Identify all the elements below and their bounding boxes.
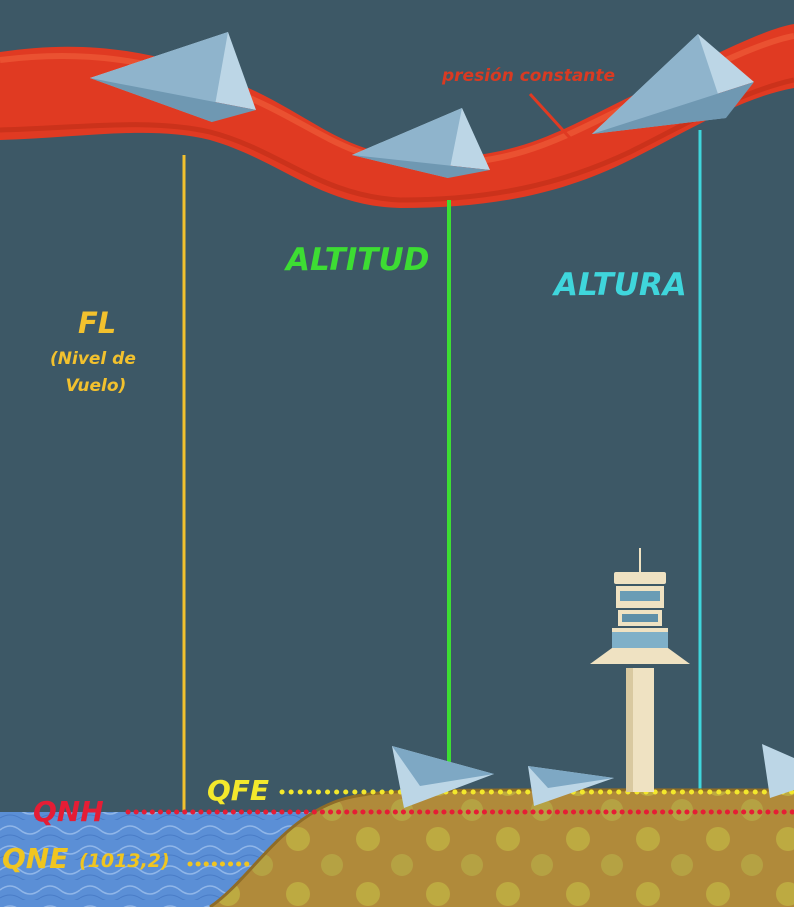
qfe-label: QFE — [207, 774, 270, 807]
ground — [209, 788, 794, 907]
qnh-label: QNH — [33, 795, 104, 828]
fl-label: FL — [78, 306, 117, 340]
pressure-label: presión constante — [442, 66, 616, 86]
paper-plane-icon — [528, 766, 614, 806]
paper-plane-icon — [392, 746, 494, 808]
control-tower-icon — [590, 548, 690, 792]
qne-value: (1013,2) — [79, 850, 170, 872]
altura-label: ALTURA — [554, 267, 687, 303]
paper-plane-icon — [592, 34, 754, 134]
pressure-pointer — [528, 92, 592, 162]
paper-plane-icon — [762, 744, 794, 798]
fl-sublabel: (Nivel de Vuelo) — [50, 349, 136, 396]
altitud-label: ALTITUD — [286, 242, 430, 278]
qne-label: QNE — [2, 842, 69, 875]
paper-plane-icon — [352, 108, 490, 178]
paper-plane-icon — [90, 32, 256, 122]
